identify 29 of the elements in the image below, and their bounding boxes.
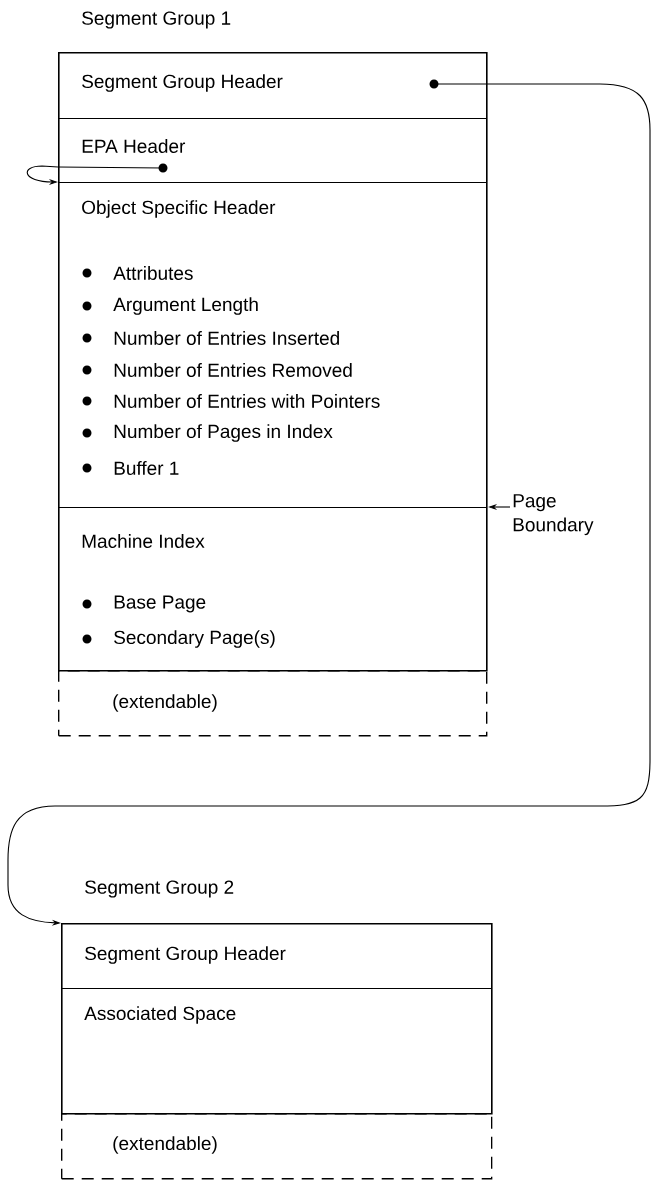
- bullet-item: Argument Length: [82, 297, 258, 315]
- header-row: [58, 52, 487, 119]
- row-label: Associated Space: [84, 1006, 236, 1024]
- extension-area: [61, 1113, 493, 1180]
- header-row: [58, 118, 487, 183]
- bullet-item: Number of Pages in Index: [82, 424, 333, 442]
- header-row: [61, 988, 492, 1114]
- header-row: [61, 923, 492, 989]
- group-heading: Segment Group 1: [82, 11, 231, 29]
- extension-area: [58, 670, 488, 737]
- row-label: Segment Group Header: [85, 946, 286, 964]
- row-label: (extendable): [113, 1136, 217, 1154]
- row-label: (extendable): [113, 694, 217, 712]
- row-label: Machine Index: [82, 534, 205, 548]
- row-label: Segment Group Header: [82, 74, 283, 92]
- side-label: Page Boundary: [513, 494, 594, 536]
- row-label: Object Specific Header: [82, 200, 276, 218]
- header-row: [58, 507, 487, 671]
- group-heading: Segment Group 2: [85, 880, 234, 898]
- bullet-item: Number of Entries Inserted: [82, 331, 339, 345]
- bullet-item: Number of Entries Removed: [82, 363, 352, 377]
- header-row: [58, 182, 487, 508]
- row-label: EPA Header: [82, 139, 186, 153]
- bullet-item: Base Page: [82, 595, 206, 613]
- bullet-item: Secondary Page(s): [82, 630, 275, 648]
- bullet-item: Number of Entries with Pointers: [82, 394, 380, 408]
- pointer-arrow: [7, 83, 651, 926]
- bullet-item: Buffer 1: [82, 461, 179, 475]
- bullet-item: Attributes: [82, 266, 193, 280]
